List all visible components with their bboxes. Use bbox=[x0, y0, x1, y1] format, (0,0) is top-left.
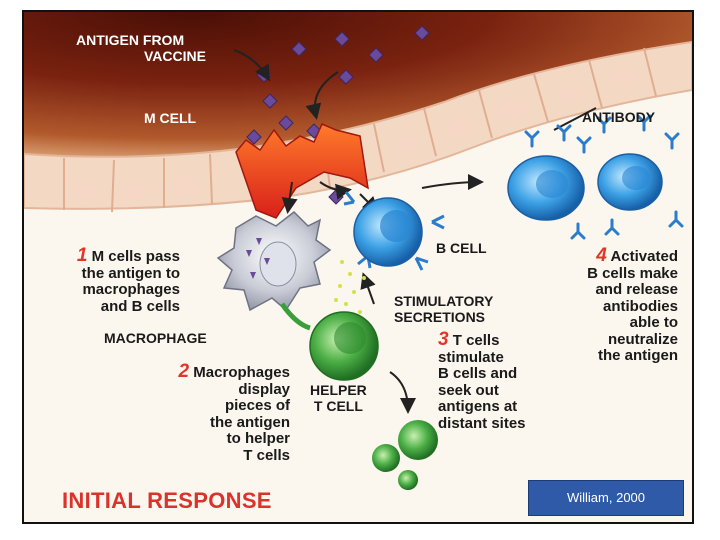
step-2-number: 2 bbox=[178, 361, 190, 382]
label-helper-t-cell: HELPER T CELL bbox=[310, 382, 367, 414]
step-4-number: 4 bbox=[596, 245, 607, 266]
label-m-cell: M CELL bbox=[144, 110, 197, 126]
footer-title: INITIAL RESPONSE bbox=[62, 488, 272, 513]
step-4-text: 4 Activated B cells make and release ant… bbox=[587, 245, 678, 364]
label-macrophage: MACROPHAGE bbox=[104, 330, 207, 346]
citation-box: William, 2000 bbox=[528, 480, 684, 516]
label-antigen-from-vaccine: ANTIGEN FROM VACCINE bbox=[76, 32, 206, 64]
step-3-text: 3 T cells stimulate B cells and seek out… bbox=[438, 329, 526, 432]
label-antibody: ANTIBODY bbox=[582, 109, 656, 125]
label-b-cell: B CELL bbox=[436, 240, 487, 256]
label-stimulatory-secretions: STIMULATORY SECRETIONS bbox=[394, 293, 494, 325]
step-1-text: 1 M cells pass the antigen to macrophage… bbox=[76, 245, 180, 315]
step-3-number: 3 bbox=[438, 329, 449, 350]
step-1-number: 1 bbox=[76, 245, 88, 266]
diagram-frame: ANTIGEN FROM VACCINE M CELL ANTIBODY B C… bbox=[22, 10, 694, 524]
step-2-text: 2 Macrophages display pieces of the anti… bbox=[178, 361, 290, 464]
immune-response-illustration bbox=[24, 12, 692, 490]
